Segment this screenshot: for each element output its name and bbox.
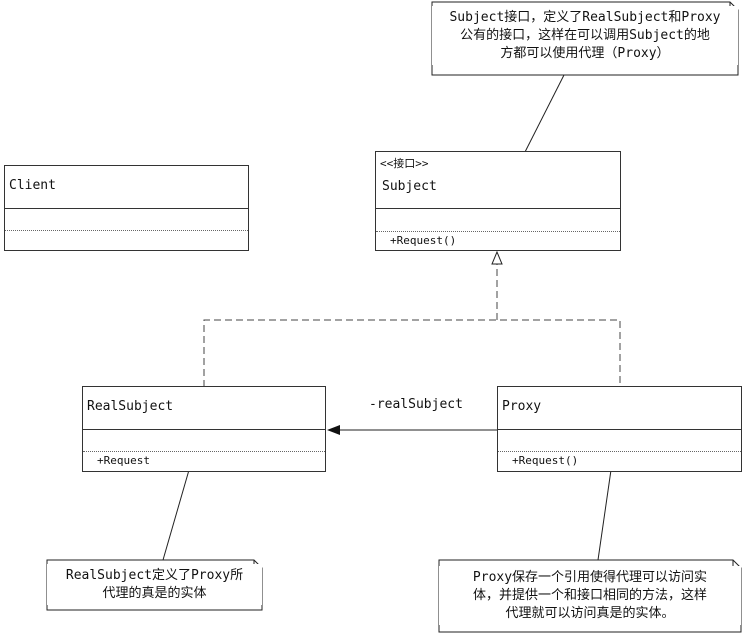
subject-class-header: <<接口>> Subject [376,152,620,209]
subject-stereotype: <<接口>> [380,157,429,170]
subject-note: Subject接口，定义了RealSubject和Proxy 公有的接口，这样在… [432,6,738,65]
subject-class-name: Subject [382,179,437,194]
real-subject-note-line-2: 代理的真是的实体 [102,586,207,601]
real-subject-class-header: RealSubject [83,387,325,430]
real-subject-note-link [162,469,190,561]
subject-note-line-2: 公有的接口，这样在可以调用Subject的地 [460,28,710,43]
realization-connector [203,263,621,387]
client-class-header: Client [5,166,248,209]
proxy-class[interactable]: Proxy +Request() [497,386,742,472]
realization-arrowhead [491,250,503,265]
proxy-note: Proxy保存一个引用使得代理可以访问实 体，并提供一个和接口相同的方法，这样 … [439,566,741,625]
subject-attributes-section [376,209,620,232]
subject-note-line-1: Subject接口，定义了RealSubject和Proxy [449,10,721,25]
subject-note-line-3: 方都可以使用代理（Proxy） [500,46,670,61]
proxy-operation: +Request() [512,454,579,467]
subject-note-link [524,74,565,153]
proxy-note-line-1: Proxy保存一个引用使得代理可以访问实 [472,570,708,585]
real-subject-attributes-section [83,430,325,452]
proxy-note-line-3: 代理就可以访问真是的实体。 [505,606,675,621]
proxy-class-name: Proxy [502,399,542,414]
proxy-note-line-2: 体，并提供一个和接口相同的方法，这样 [472,588,707,603]
proxy-note-link [597,469,612,561]
client-attributes-section [5,209,248,231]
client-class-name: Client [9,178,56,193]
proxy-class-header: Proxy [498,387,741,430]
note-shapes [46,1,742,633]
subject-operation: +Request() [390,234,457,247]
real-subject-class-name: RealSubject [87,399,174,414]
real-subject-note: RealSubject定义了Proxy所 代理的真是的实体 [47,564,262,605]
real-subject-class[interactable]: RealSubject +Request [82,386,326,472]
real-subject-note-line-1: RealSubject定义了Proxy所 [65,568,244,583]
association-arrowhead [327,425,340,435]
association-role-label: -realSubject [369,397,463,412]
real-subject-operation: +Request [97,454,150,467]
client-class[interactable]: Client [4,165,249,251]
proxy-attributes-section [498,430,741,452]
subject-interface-class[interactable]: <<接口>> Subject +Request() [375,151,621,251]
